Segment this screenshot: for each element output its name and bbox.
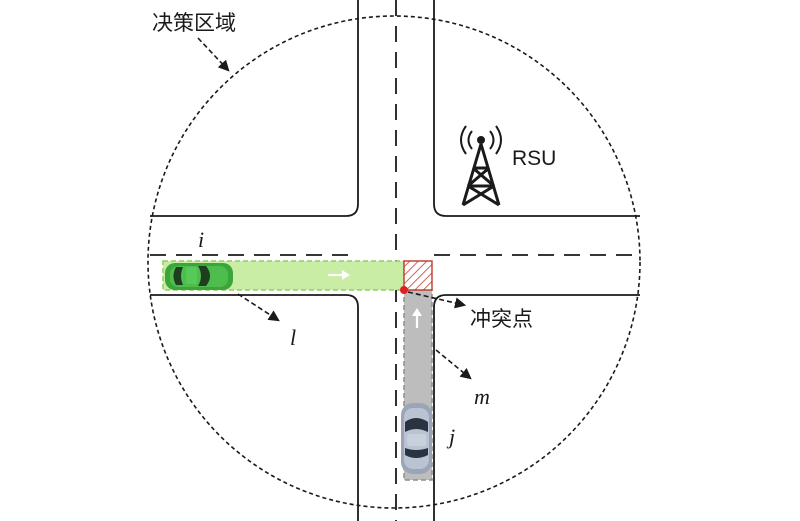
gray-car-icon <box>401 403 432 474</box>
pointer-arrows <box>197 37 472 380</box>
road-edges <box>150 0 640 521</box>
lane-j-label: j <box>446 424 455 449</box>
lane-i-label: i <box>198 227 204 252</box>
conflict-zone <box>403 260 433 291</box>
conflict-dot <box>400 286 408 294</box>
rsu-label: RSU <box>512 147 556 170</box>
decision-zone-pointer <box>197 37 230 72</box>
decision-zone-label: 决策区域 <box>152 11 236 35</box>
decision-zone-boundary <box>147 15 641 509</box>
road-edge-bottom-right <box>433 294 640 521</box>
rsu-tower-icon <box>460 125 502 207</box>
lane-m-label: m <box>474 384 490 409</box>
conflict-point-label: 冲突点 <box>470 307 533 331</box>
gray-path-arrow <box>412 308 422 328</box>
conflict-pointer <box>407 291 467 309</box>
road-edge-bottom-left <box>150 294 359 521</box>
lane-m-pointer <box>435 349 472 380</box>
green-car-icon <box>165 263 233 290</box>
road-edge-top-left <box>150 0 359 217</box>
green-path-arrow <box>328 270 350 280</box>
lane-l-pointer <box>237 293 280 322</box>
lane-l-label: l <box>290 325 296 350</box>
road-edge-top-right <box>433 0 640 217</box>
